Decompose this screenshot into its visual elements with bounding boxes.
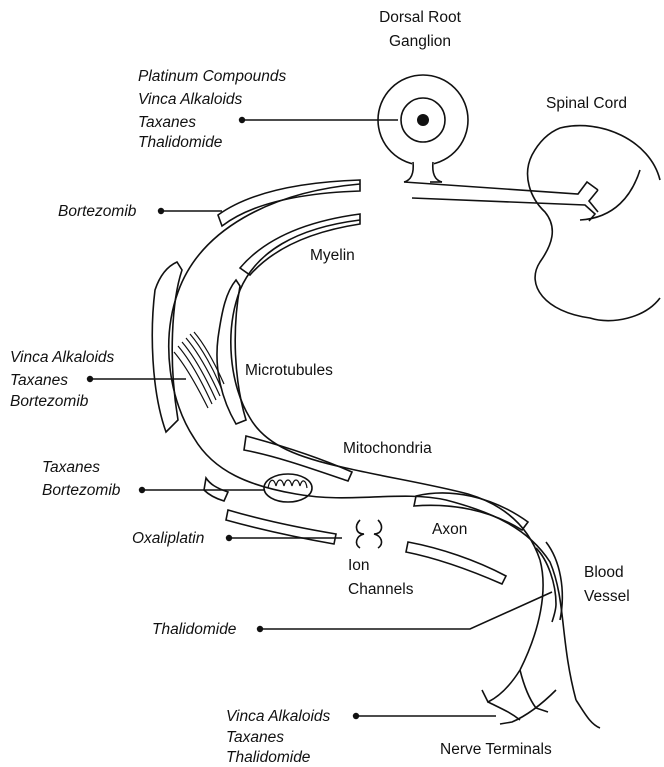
drug-group-myelin: Bortezomib — [58, 203, 137, 220]
drug-label: Thalidomide — [152, 621, 237, 638]
drug-group-ion-channels: Oxaliplatin — [132, 530, 204, 547]
ion-channels-shape — [357, 520, 382, 548]
drug-group-nerve-terminals: Vinca Alkaloids Taxanes Thalidomide — [226, 708, 331, 766]
central-axon-process — [404, 182, 598, 221]
drug-label: Thalidomide — [138, 134, 223, 151]
myelin-sheaths — [152, 180, 528, 584]
nerve-terminal-branches — [482, 670, 600, 728]
drug-label: Platinum Compounds — [138, 68, 286, 85]
drug-label: Vinca Alkaloids — [226, 708, 331, 725]
microtubules-label: Microtubules — [245, 362, 333, 379]
vessel-label: Vessel — [584, 588, 630, 605]
channels-label: Channels — [348, 581, 414, 598]
dorsal-root-ganglion-shape — [378, 75, 468, 182]
dorsal-root-label: Dorsal Root — [379, 9, 462, 26]
drug-label: Taxanes — [42, 459, 100, 476]
microtubules-bundle — [174, 332, 224, 408]
axon-label: Axon — [432, 521, 467, 538]
drug-label: Taxanes — [10, 372, 68, 389]
drug-label: Taxanes — [226, 729, 284, 746]
ion-label: Ion — [348, 557, 370, 574]
drug-label: Vinca Alkaloids — [10, 349, 115, 366]
spinal-cord-shape — [528, 126, 660, 321]
drug-group-ganglion: Platinum Compounds Vinca Alkaloids Taxan… — [138, 68, 286, 151]
drug-label: Thalidomide — [226, 749, 311, 766]
nerve-terminals-label: Nerve Terminals — [440, 741, 552, 758]
drug-label: Bortezomib — [42, 482, 121, 499]
drug-label: Vinca Alkaloids — [138, 91, 243, 108]
myelin-label: Myelin — [310, 247, 355, 264]
drug-group-blood-vessel: Thalidomide — [152, 621, 237, 638]
drug-label: Oxaliplatin — [132, 530, 204, 547]
drug-group-mitochondria: Taxanes Bortezomib — [42, 459, 121, 499]
spinal-cord-label: Spinal Cord — [546, 95, 627, 112]
drug-label: Bortezomib — [58, 203, 137, 220]
mitochondria-label: Mitochondria — [343, 440, 432, 457]
blood-label: Blood — [584, 564, 624, 581]
drug-label: Taxanes — [138, 114, 196, 131]
ganglion-label: Ganglion — [389, 33, 451, 50]
drug-label: Bortezomib — [10, 393, 89, 410]
